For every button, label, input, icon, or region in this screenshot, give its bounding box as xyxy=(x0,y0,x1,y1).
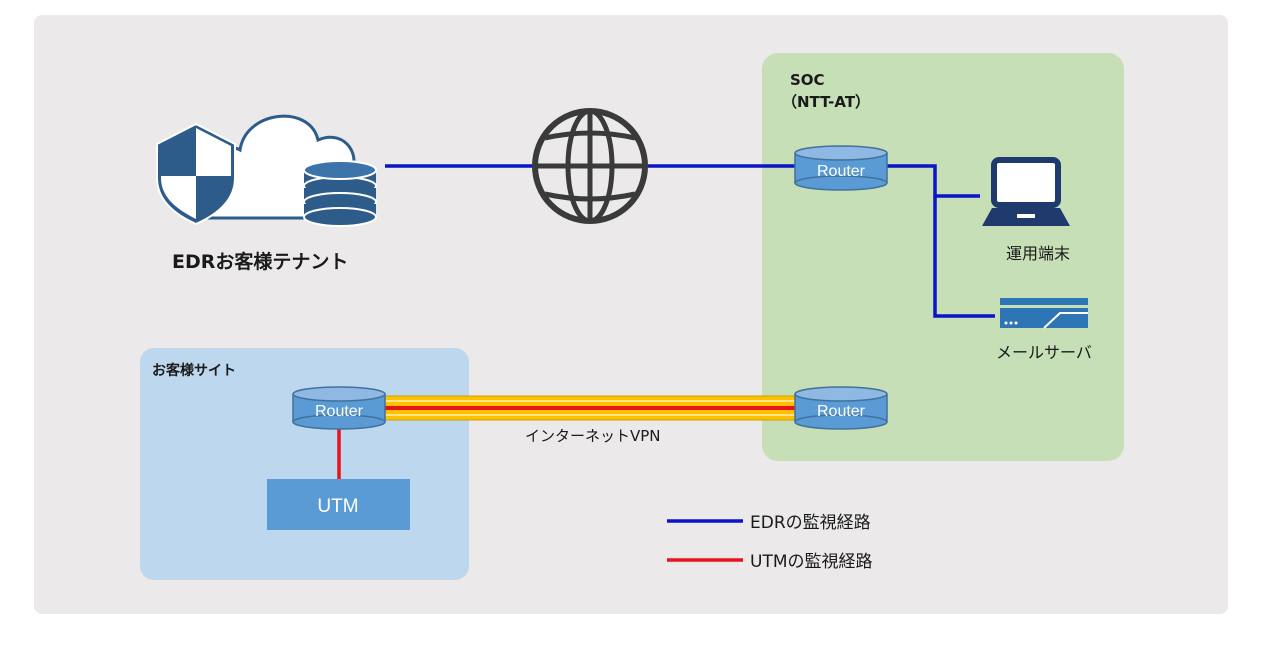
soc-label-line1: SOC xyxy=(790,71,825,89)
customer-router: Router xyxy=(292,386,386,430)
soc-router-bottom-label: Router xyxy=(817,403,866,420)
globe-icon xyxy=(532,108,648,224)
terminal-label: 運用端末 xyxy=(1006,244,1070,263)
utm-label: UTM xyxy=(317,496,358,517)
database-icon xyxy=(303,160,377,227)
vpn-tunnel xyxy=(384,395,798,421)
server-icon xyxy=(1000,298,1088,329)
laptop-icon xyxy=(982,157,1070,226)
shield-icon xyxy=(156,122,236,226)
legend-utm-label: UTMの監視経路 xyxy=(750,552,873,572)
utm-device: UTM xyxy=(267,479,410,530)
customer-router-label: Router xyxy=(315,403,364,420)
soc-router-bottom: Router xyxy=(794,386,888,430)
customer-site-label: お客様サイト xyxy=(152,362,236,379)
edr-tenant: EDRお客様テナント xyxy=(156,114,377,273)
vpn-label: インターネットVPN xyxy=(525,427,661,445)
edr-line-router-branch xyxy=(887,164,980,198)
soc-label-line2: （NTT-AT） xyxy=(782,93,870,111)
customer-site-zone xyxy=(140,348,469,580)
edr-line-branch-mailserver xyxy=(933,196,995,318)
mail-server-label: メールサーバ xyxy=(996,343,1092,362)
legend-edr-label: EDRの監視経路 xyxy=(750,513,871,533)
legend: EDRの監視経路 UTMの監視経路 xyxy=(667,513,873,572)
soc-router-top: Router xyxy=(794,145,888,191)
soc-router-top-label: Router xyxy=(817,163,866,180)
edr-tenant-label: EDRお客様テナント xyxy=(172,250,348,273)
